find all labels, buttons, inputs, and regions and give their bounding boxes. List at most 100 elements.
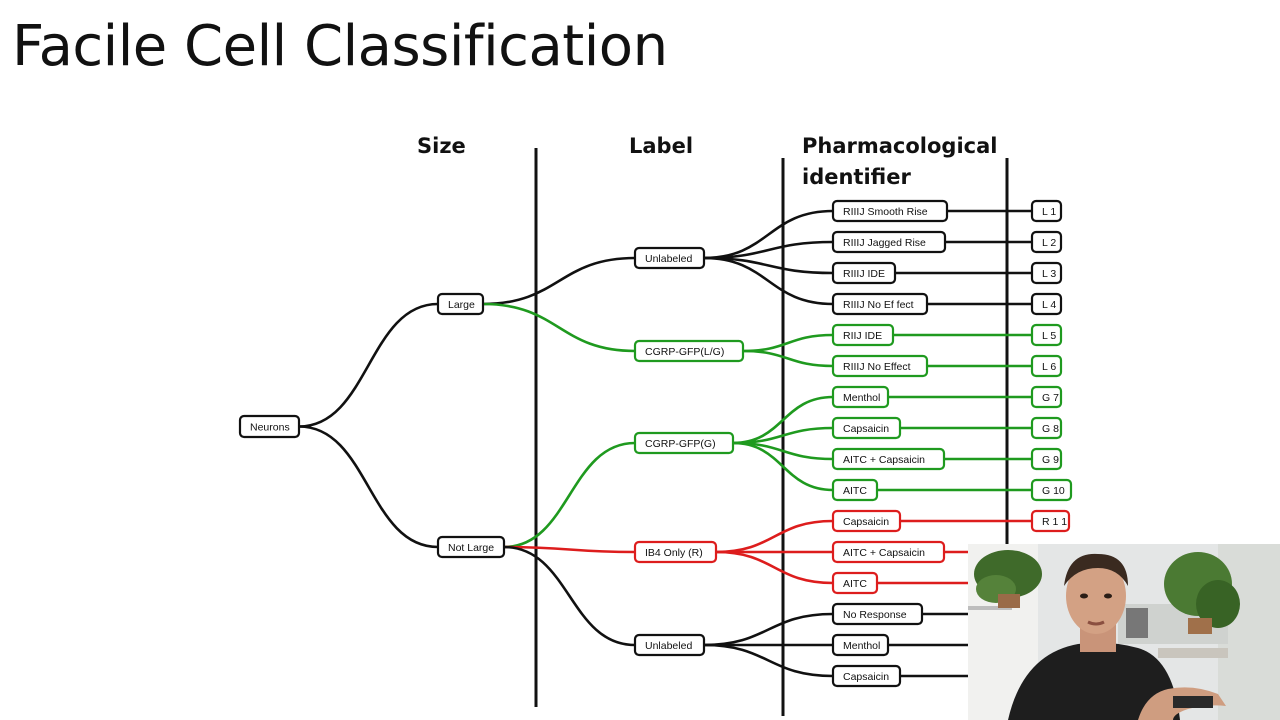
node-label-p5: RIIJ IDE [843, 330, 882, 342]
node-label-notlarge: Not Large [448, 542, 494, 554]
node-box-c5 [1030, 323, 1063, 347]
node-box-p11 [831, 509, 902, 533]
node-label-p4: RIIIJ No Ef fect [843, 299, 914, 311]
node-box-ib4 [633, 540, 718, 564]
edge-neurons-to-large [298, 302, 439, 428]
node-box-p5 [831, 323, 895, 347]
node-box-p14 [831, 602, 924, 626]
node-label-c5: L 5 [1042, 330, 1056, 342]
edge-unl2-to-p16 [703, 643, 834, 678]
node-p14: No Response [831, 602, 924, 626]
node-label-c3: L 3 [1042, 268, 1056, 280]
node-cgrpg: CGRP-GFP(G) [633, 431, 735, 455]
node-box-p7 [831, 385, 890, 409]
node-box-large [436, 292, 485, 316]
node-label-p15: Menthol [843, 640, 880, 652]
node-box-c2 [1030, 230, 1063, 254]
node-box-p4 [831, 292, 929, 316]
edge-cgrplg-to-p6 [742, 349, 834, 368]
node-box-unl2 [633, 633, 706, 657]
node-box-unl1 [633, 246, 706, 270]
node-box-p10 [831, 478, 879, 502]
node-label-p10: AITC [843, 485, 867, 497]
node-label-p3: RIIIJ IDE [843, 268, 885, 280]
node-label-large: Large [448, 299, 475, 311]
node-box-c9 [1030, 447, 1063, 471]
node-c10: G 10 [1030, 478, 1073, 502]
edge-large-to-unl1 [482, 256, 636, 306]
node-p11: Capsaicin [831, 509, 902, 533]
node-label-c4: L 4 [1042, 299, 1056, 311]
pharmacological-column-header: Pharmacological identifier [802, 131, 997, 193]
node-box-c3 [1030, 261, 1063, 285]
edge-unl1-to-p1 [703, 209, 834, 260]
node-label-c9: G 9 [1042, 454, 1059, 466]
node-label-c7: G 7 [1042, 392, 1059, 404]
node-p2: RIIIJ Jagged Rise [831, 230, 947, 254]
edge-ib4-to-p13 [715, 550, 834, 585]
node-label-c8: G 8 [1042, 423, 1059, 435]
edge-unl1-to-p4 [703, 256, 834, 306]
node-label-p7: Menthol [843, 392, 880, 404]
node-neurons: Neurons [238, 414, 301, 439]
node-c5: L 5 [1030, 323, 1063, 347]
edge-neurons-to-notlarge [298, 425, 439, 549]
node-label-p16: Capsaicin [843, 671, 889, 683]
node-unl2: Unlabeled [633, 633, 706, 657]
node-label-c6: L 6 [1042, 361, 1056, 373]
pharmacological-header-line1: Pharmacological [802, 134, 998, 158]
node-p4: RIIIJ No Ef fect [831, 292, 929, 316]
node-label-unl1: Unlabeled [645, 253, 692, 265]
node-p5: RIIJ IDE [831, 323, 895, 347]
node-box-c10 [1030, 478, 1073, 502]
node-p12: AITC + Capsaicin [831, 540, 946, 564]
node-unl1: Unlabeled [633, 246, 706, 270]
node-cgrplg: CGRP-GFP(L/G) [633, 339, 745, 363]
node-box-p16 [831, 664, 902, 688]
size-column-header: Size [417, 134, 466, 158]
node-box-c11 [1030, 509, 1071, 533]
node-box-c4 [1030, 292, 1063, 316]
node-box-c6 [1030, 354, 1063, 378]
node-p9: AITC + Capsaicin [831, 447, 946, 471]
node-label-p8: Capsaicin [843, 423, 889, 435]
node-c2: L 2 [1030, 230, 1063, 254]
node-c9: G 9 [1030, 447, 1063, 471]
node-p7: Menthol [831, 385, 890, 409]
node-box-p6 [831, 354, 929, 378]
node-c4: L 4 [1030, 292, 1063, 316]
node-label-p2: RIIIJ Jagged Rise [843, 237, 926, 249]
edge-cgrplg-to-p5 [742, 333, 834, 353]
pharmacological-header-line2: identifier [802, 165, 911, 189]
node-label-neurons: Neurons [250, 421, 290, 433]
node-box-c8 [1030, 416, 1063, 440]
node-label-ib4: IB4 Only (R) [645, 547, 703, 559]
node-label-c10: G 10 [1042, 485, 1065, 497]
node-box-p15 [831, 633, 890, 657]
edge-notlarge-to-ib4 [503, 545, 636, 554]
node-label-unl2: Unlabeled [645, 640, 692, 652]
node-label-cgrpg: CGRP-GFP(G) [645, 438, 716, 450]
node-p13: AITC [831, 571, 879, 595]
node-c6: L 6 [1030, 354, 1063, 378]
node-box-p1 [831, 199, 949, 223]
node-notlarge: Not Large [436, 535, 506, 559]
node-p3: RIIIJ IDE [831, 261, 897, 285]
node-p8: Capsaicin [831, 416, 902, 440]
node-c8: G 8 [1030, 416, 1063, 440]
node-label-p14: No Response [843, 609, 907, 621]
node-box-c7 [1030, 385, 1063, 409]
edge-unl2-to-p14 [703, 612, 834, 647]
edge-notlarge-to-cgrpg [503, 441, 636, 549]
node-ib4: IB4 Only (R) [633, 540, 718, 564]
node-box-c1 [1030, 199, 1063, 223]
edge-large-to-cgrplg [482, 302, 636, 353]
node-label-p6: RIIIJ No Effect [843, 361, 911, 373]
node-p1: RIIIJ Smooth Rise [831, 199, 949, 223]
label-column-header: Label [629, 134, 694, 158]
node-label-p1: RIIIJ Smooth Rise [843, 206, 928, 218]
node-label-p11: Capsaicin [843, 516, 889, 528]
node-box-p8 [831, 416, 902, 440]
